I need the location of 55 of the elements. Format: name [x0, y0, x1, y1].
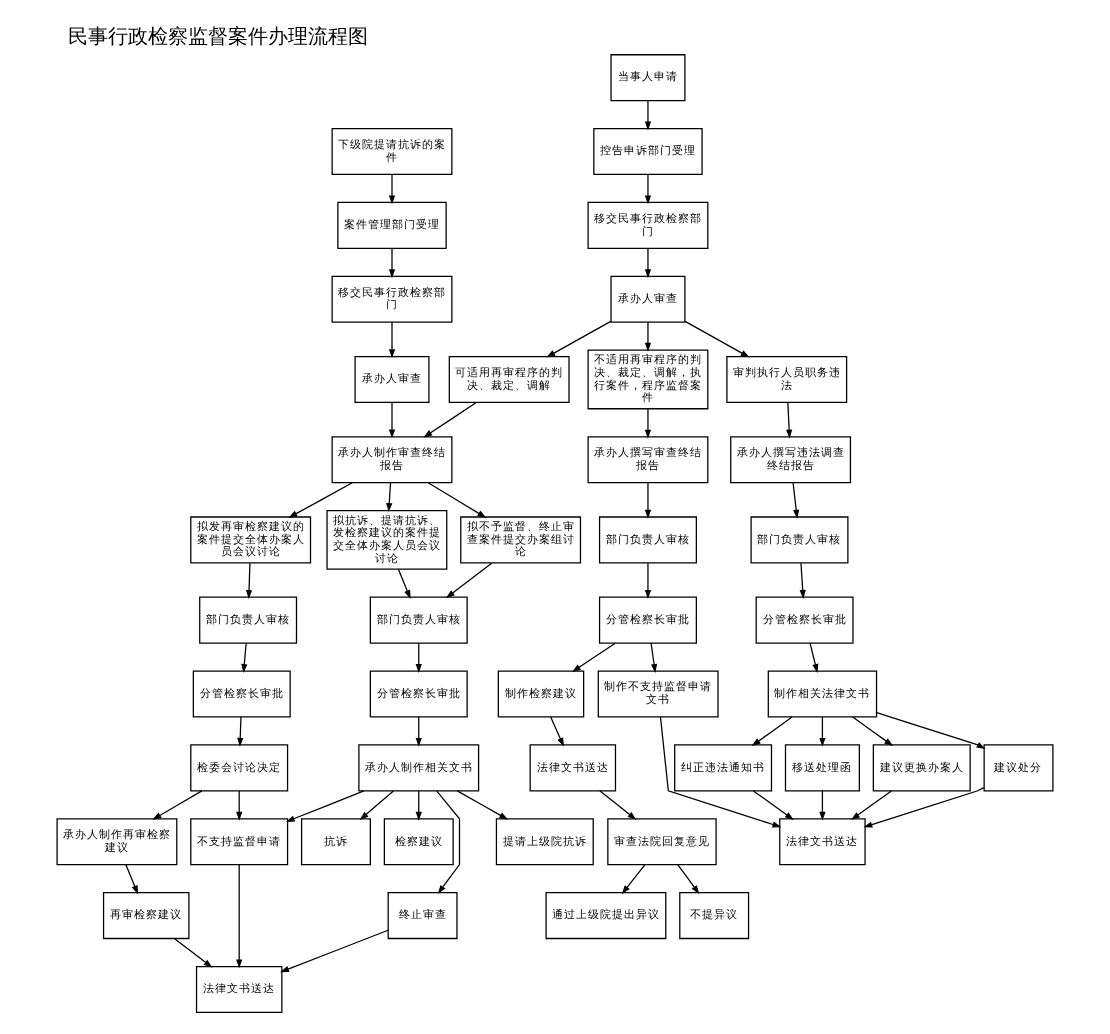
arrow [456, 790, 509, 820]
arrow [359, 790, 395, 821]
arrow [751, 716, 793, 747]
arrow [644, 321, 652, 352]
arrow [237, 716, 244, 747]
arrow [684, 320, 750, 358]
arrow [644, 482, 652, 519]
arrow [285, 790, 365, 822]
arrow [388, 321, 396, 359]
arrow [677, 864, 700, 895]
arrow [752, 790, 794, 820]
arrow [415, 642, 422, 673]
arrow [288, 482, 353, 518]
arrow [236, 864, 243, 969]
arrow [125, 864, 139, 895]
arrow [415, 790, 422, 821]
arrow [174, 938, 213, 968]
arrow [415, 716, 422, 747]
arrow [644, 100, 652, 131]
arrow [280, 929, 389, 973]
arrow [245, 562, 253, 599]
arrow [388, 402, 396, 439]
diagram-title: 民事行政检察监督案件办理流程图 [68, 27, 369, 50]
arrow [876, 712, 986, 750]
arrow [644, 247, 652, 279]
arrow [786, 402, 793, 439]
arrow [863, 786, 985, 828]
arrow [819, 790, 826, 821]
arrow [819, 716, 826, 747]
arrow [621, 864, 646, 895]
arrow [799, 562, 806, 599]
arrow [397, 568, 411, 599]
arrow [388, 247, 396, 279]
arrow [445, 562, 493, 599]
arrow [644, 173, 652, 205]
arrow [152, 790, 203, 820]
arrow [241, 642, 248, 673]
arrow [792, 482, 800, 519]
arrow [427, 482, 487, 518]
arrow [809, 642, 819, 673]
arrow [386, 482, 393, 513]
arrow [852, 716, 894, 747]
arrow [644, 562, 652, 599]
arrow [388, 173, 396, 205]
arrow [659, 716, 782, 828]
arrow [571, 642, 616, 673]
arrow [236, 790, 243, 821]
arrow [851, 790, 893, 820]
arrow [550, 716, 564, 747]
arrow [436, 790, 461, 894]
arrow [599, 790, 637, 820]
arrow [644, 408, 652, 439]
arrow [546, 320, 612, 358]
arrow [650, 642, 658, 673]
arrow [423, 402, 477, 438]
